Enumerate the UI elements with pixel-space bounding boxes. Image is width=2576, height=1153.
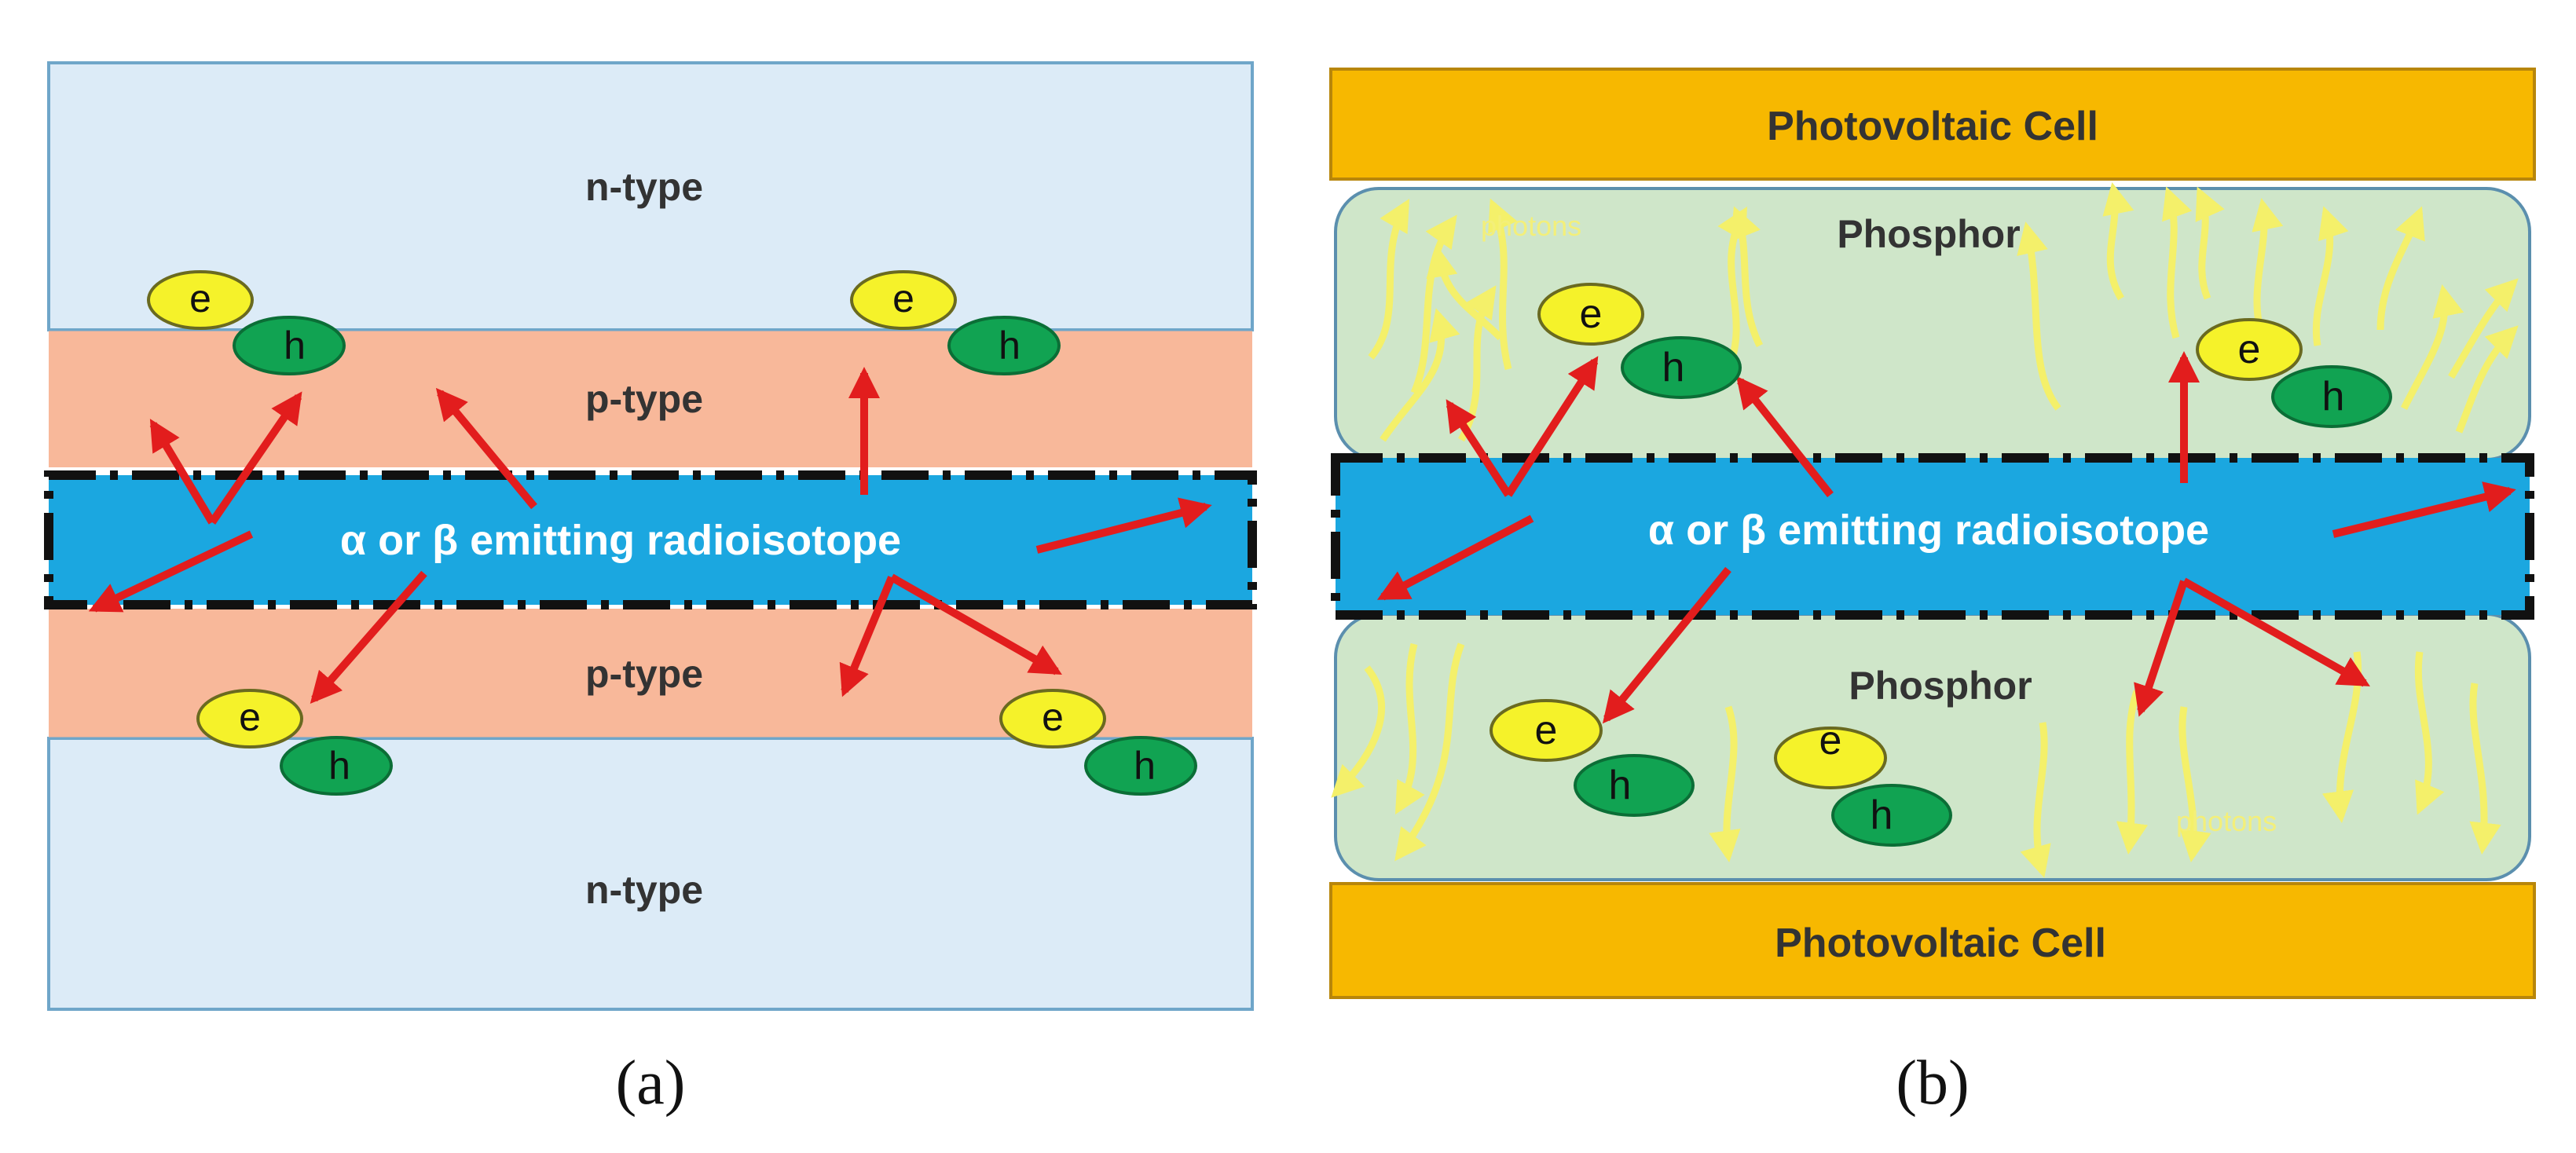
electron-carrier [850,270,957,330]
svg-text:e: e [1042,695,1064,739]
electron-carrier [1774,727,1887,789]
svg-text:h: h [2322,374,2345,419]
radioisotope-label-a: α or β emitting radioisotope [340,517,901,564]
radioisotope-boundary-b [1331,453,2534,620]
p-type-upper-label: p-type [585,377,703,421]
caption-a: (a) [616,1049,686,1118]
electron-hole-pair: e h [999,689,1197,796]
svg-text:e: e [1580,291,1603,337]
svg-text:h: h [284,324,306,368]
hole-carrier [1574,754,1695,817]
hole-carrier [1621,336,1742,399]
electron-hole-pair: e h [147,270,346,375]
electron-carrier [1537,283,1644,346]
hole-carrier [1831,784,1952,847]
n-type-top-layer [47,61,1254,331]
photon-paths-lower [1331,642,2501,878]
radioisotope-boundary-a [44,470,1257,609]
n-type-bottom-label: n-type [585,868,703,912]
photovoltaic-cell-bottom [1329,882,2536,999]
electron-carrier [1490,699,1603,762]
hole-carrier [2271,365,2392,428]
photons-label-upper: photons [1481,210,1581,242]
svg-text:e: e [189,276,211,320]
hole-carrier [280,736,393,796]
photon-paths-upper [1368,182,2519,442]
photovoltaic-bottom-label: Photovoltaic Cell [1775,921,2106,966]
electron-hole-pair: e h [1774,718,1952,847]
photons-label-lower: photons [2176,805,2277,837]
phosphor-lower-label: Phosphor [1849,664,2032,708]
p-type-lower-label: p-type [585,652,703,696]
radiation-arrows-b [1376,351,2516,724]
svg-text:e: e [239,695,261,739]
electron-hole-pair: e h [2196,318,2392,428]
electron-hole-pair: e h [196,689,393,796]
svg-text:e: e [1535,708,1558,753]
electron-hole-pair: e h [1537,283,1742,399]
svg-text:e: e [892,276,914,320]
hole-carrier [233,316,346,375]
photovoltaic-cell-top [1329,68,2536,181]
photovoltaic-top-label: Photovoltaic Cell [1767,104,2098,149]
electron-carrier [2196,318,2303,381]
electron-carrier [999,689,1106,749]
caption-b: (b) [1896,1049,1969,1118]
radioisotope-layer-a [49,475,1252,605]
n-type-bottom-layer [47,737,1254,1011]
svg-text:h: h [1662,345,1685,390]
electron-hole-pair: e h [850,270,1061,375]
electron-hole-pair: e h [1490,699,1695,817]
panel-a: n-type p-type α or β emitting radioisoto… [44,61,1257,1118]
svg-text:h: h [999,324,1021,368]
panel-b: Photovoltaic Cell Phosphor α or β emitti… [1329,68,2536,1118]
svg-text:h: h [1609,763,1632,808]
electron-carrier [147,270,254,330]
svg-text:h: h [328,744,350,788]
svg-text:h: h [1134,744,1156,788]
svg-text:h: h [1871,792,1893,838]
radiation-arrows-a [88,367,1212,705]
n-type-top-label: n-type [585,165,703,209]
svg-text:e: e [1819,718,1842,763]
radioisotope-label-b: α or β emitting radioisotope [1648,507,2209,554]
phosphor-upper-label: Phosphor [1837,212,2020,256]
electron-carrier [196,689,303,749]
hole-carrier [947,316,1061,375]
radioisotope-layer-b [1336,458,2530,615]
svg-text:e: e [2238,327,2261,372]
hole-carrier [1084,736,1197,796]
